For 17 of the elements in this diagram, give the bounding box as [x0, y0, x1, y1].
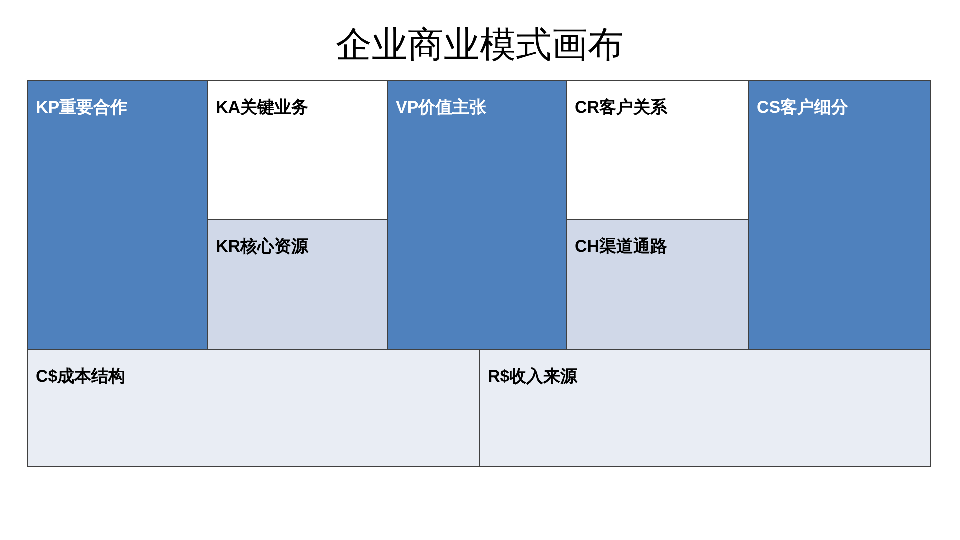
block-heading: CR客户关系: [575, 97, 668, 119]
canvas-block: [748, 80, 931, 350]
canvas-block: [387, 80, 567, 350]
title: 企业商业模式画布: [336, 23, 624, 67]
canvas-block: [27, 349, 480, 467]
block-heading: CH渠道通路: [575, 236, 668, 258]
block-heading: KA关键业务: [216, 97, 309, 119]
canvas-block: [27, 80, 208, 350]
block-heading: VP价值主张: [396, 97, 487, 119]
block-heading: R$收入来源: [488, 366, 578, 388]
canvas-block: [207, 219, 388, 350]
canvas-block: [566, 219, 749, 350]
block-heading: KP重要合作: [36, 97, 128, 119]
block-heading: KR核心资源: [216, 236, 309, 258]
block-heading: C$成本结构: [36, 366, 126, 388]
block-heading: CS客户细分: [757, 97, 849, 119]
canvas-block: [479, 349, 931, 467]
